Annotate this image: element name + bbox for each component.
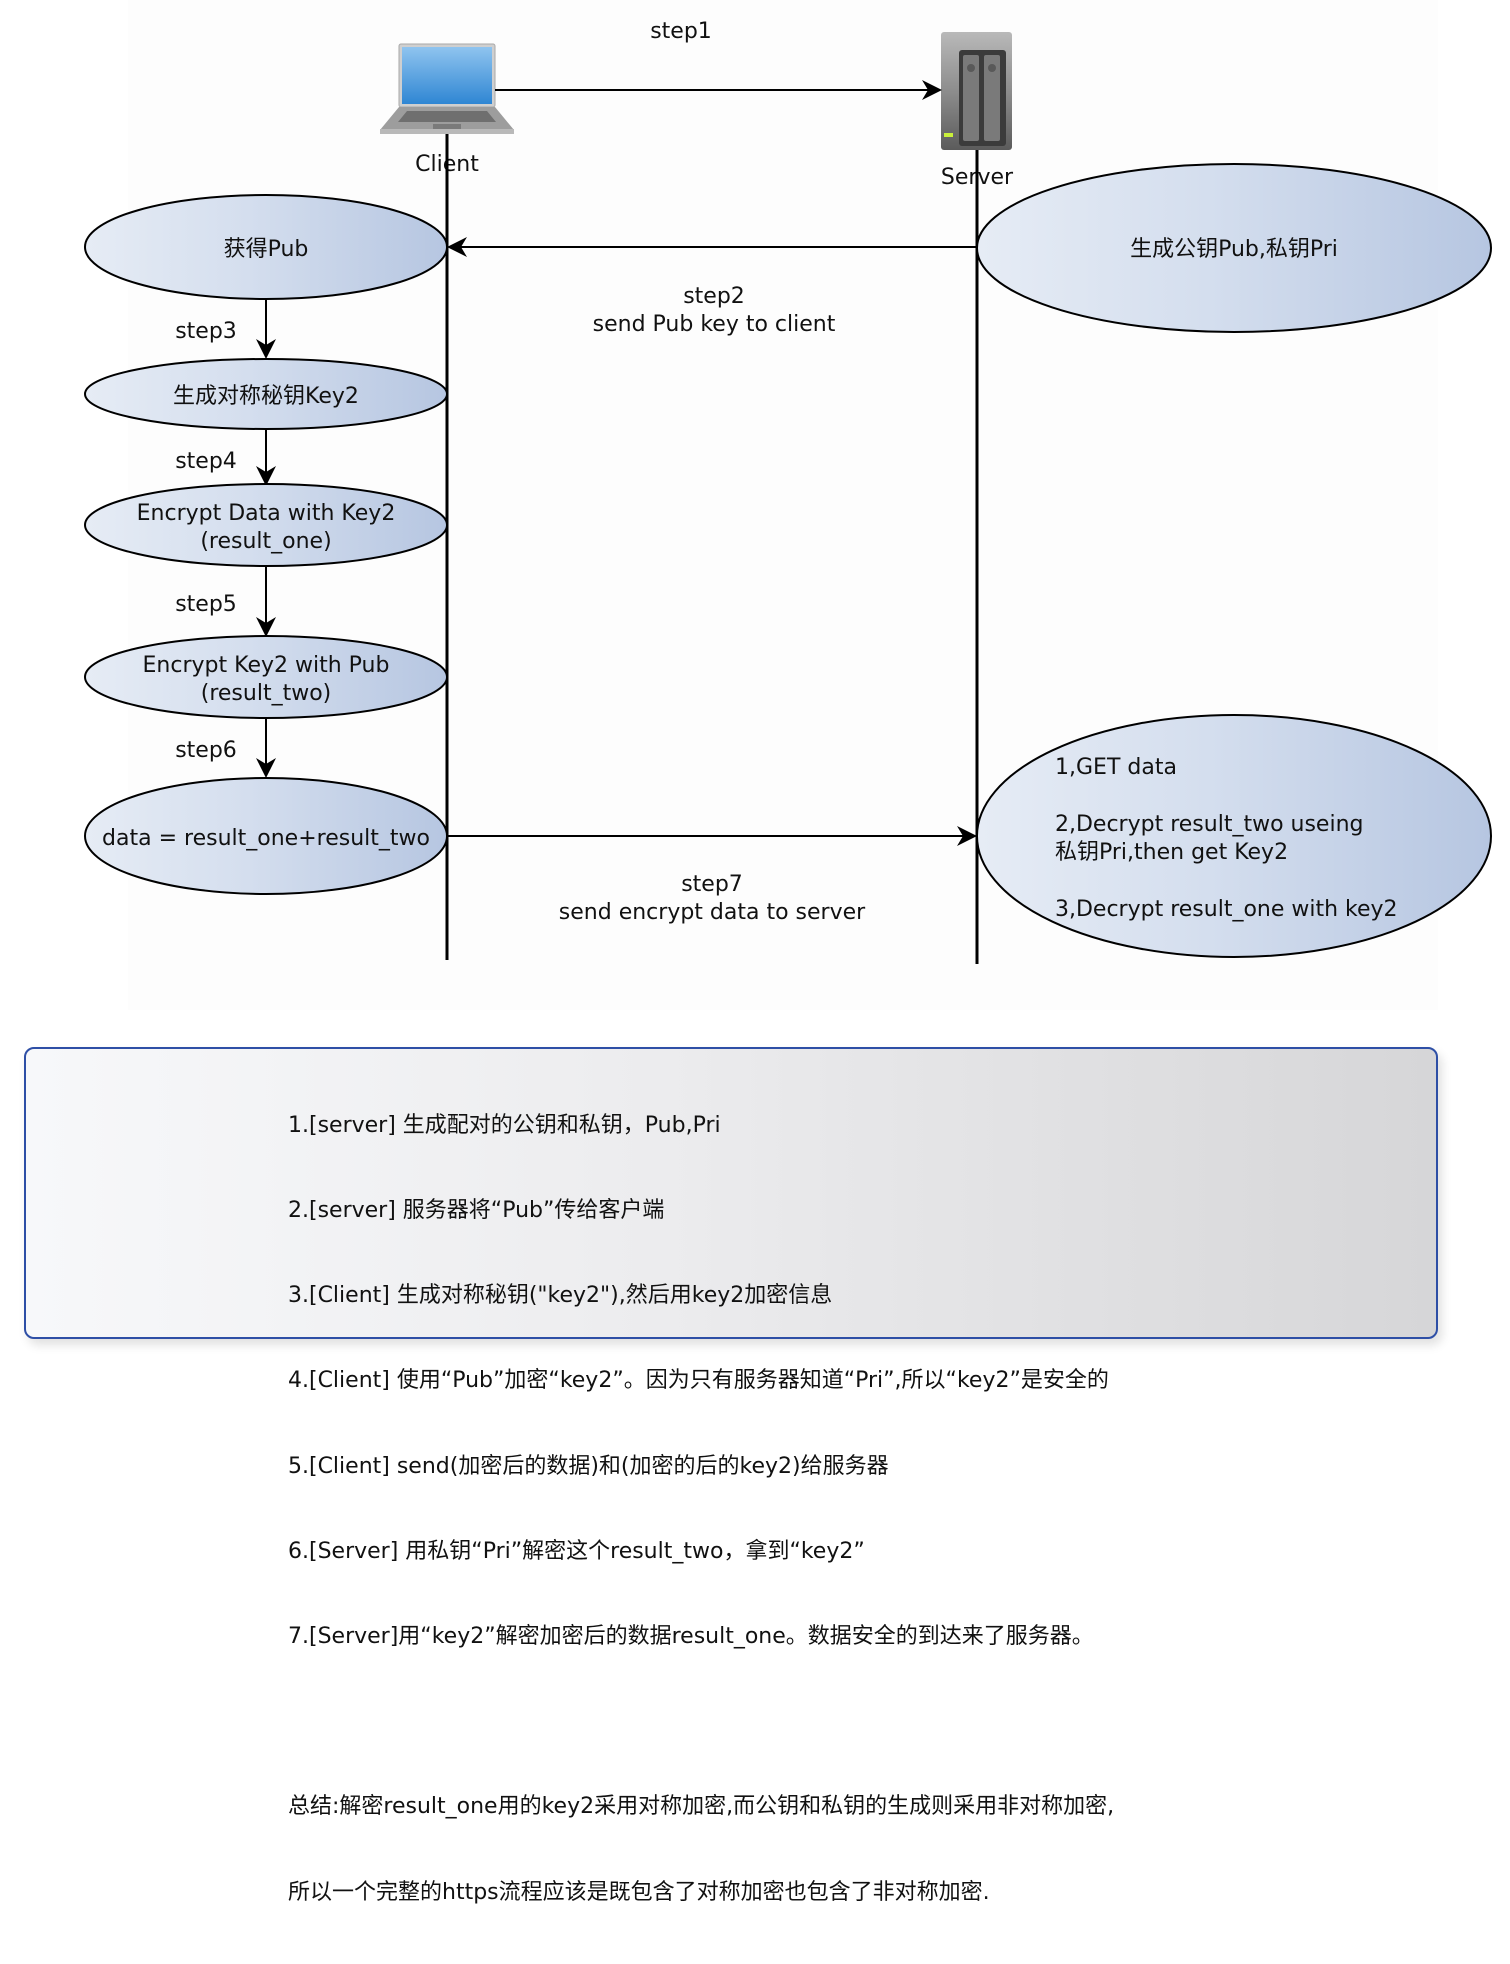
step2-sublabel: send Pub key to client (593, 312, 836, 337)
step1-label: step1 (650, 19, 712, 44)
summary-item: 4.[Client] 使用“Pub”加密“key2”。因为只有服务器知道“Pri… (288, 1368, 1109, 1394)
node-text: 获得Pub (224, 237, 309, 262)
node-text: 生成公钥Pub,私钥Pri (1130, 237, 1338, 262)
node-text: (result_one) (200, 529, 331, 554)
summary-item: 5.[Client] send(加密后的数据)和(加密的后的key2)给服务器 (288, 1453, 889, 1479)
summary-conclusion: 所以一个完整的https流程应该是既包含了对称加密也包含了非对称加密. (288, 1879, 990, 1905)
server-node-generate-keys: 生成公钥Pub,私钥Pri (976, 163, 1492, 333)
client-node-combine-data: data = result_one+result_two (84, 777, 448, 895)
summary-spacer (288, 1708, 1114, 1736)
node-text: 1,GET data (1055, 755, 1177, 780)
summary-panel: 1.[server] 生成配对的公钥和私钥，Pub,Pri 2.[server]… (24, 1047, 1438, 1905)
laptop-icon (380, 43, 514, 134)
node-text: 生成对称秘钥Key2 (173, 384, 359, 409)
client-node-encrypt-key2: Encrypt Key2 with Pub (result_two) (84, 635, 448, 719)
step2-label: step2 (683, 284, 745, 309)
node-text: 2,Decrypt result_two useing (1055, 812, 1363, 837)
step7-sublabel: send encrypt data to server (559, 900, 866, 925)
node-text: Encrypt Key2 with Pub (143, 653, 390, 678)
summary-item: 6.[Server] 用私钥“Pri”解密这个result_two，拿到“key… (288, 1538, 865, 1564)
client-node-generate-key2: 生成对称秘钥Key2 (84, 358, 448, 430)
node-text: Encrypt Data with Key2 (137, 501, 396, 526)
node-text: data = result_one+result_two (102, 826, 430, 851)
summary-item: 1.[server] 生成配对的公钥和私钥，Pub,Pri (288, 1112, 721, 1138)
https-flow-diagram: Client Server step1 生成公钥Pub,私钥Pri step2 … (84, 19, 1492, 964)
summary-text: 1.[server] 生成配对的公钥和私钥，Pub,Pri 2.[server]… (288, 1055, 1114, 1964)
summary-item: 7.[Server]用“key2”解密加密后的数据result_one。数据安全… (288, 1624, 1094, 1650)
node-text: (result_two) (201, 681, 332, 706)
node-text: 3,Decrypt result_one with key2 (1055, 897, 1398, 922)
server-icon (941, 32, 1012, 150)
node-text: 私钥Pri,then get Key2 (1055, 840, 1288, 865)
client-node-encrypt-data: Encrypt Data with Key2 (result_one) (84, 483, 448, 567)
step3-label: step3 (175, 319, 237, 344)
step6-label: step6 (175, 738, 237, 763)
step5-label: step5 (175, 592, 237, 617)
summary-item: 2.[server] 服务器将“Pub”传给客户端 (288, 1198, 665, 1224)
client-node-get-pub: 获得Pub (84, 194, 448, 300)
server-node-process-data: 1,GET data 2,Decrypt result_two useing 私… (976, 714, 1492, 958)
step7-label: step7 (681, 872, 743, 897)
summary-item: 3.[Client] 生成对称秘钥("key2"),然后用key2加密信息 (288, 1283, 833, 1309)
step4-label: step4 (175, 449, 237, 474)
summary-conclusion: 总结:解密result_one用的key2采用对称加密,而公钥和私钥的生成则采用… (288, 1794, 1115, 1820)
